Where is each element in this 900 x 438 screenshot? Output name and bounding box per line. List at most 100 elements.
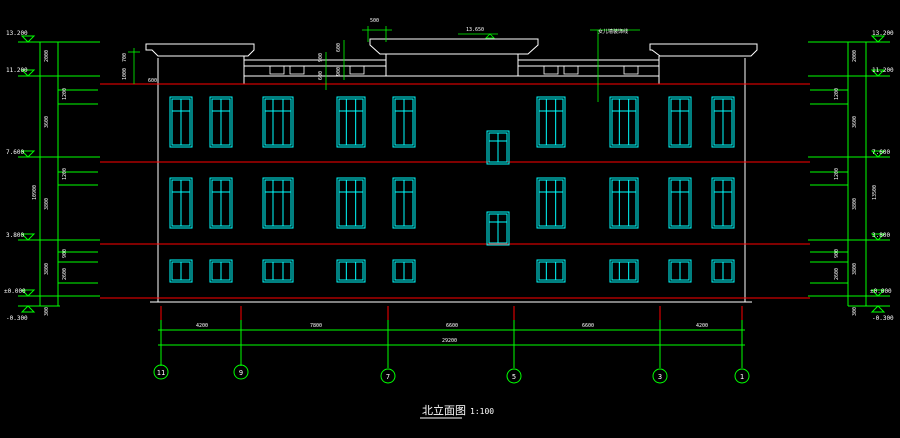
stair-window-upper [486, 130, 510, 165]
left-dim-3f: 3600 [44, 116, 50, 128]
axis-bubble-9 [233, 364, 249, 380]
stair-window-lower [486, 211, 510, 246]
axis-label-11: 11 [157, 369, 165, 377]
total-dim: 29200 [442, 338, 457, 344]
axis-bubble-3 [652, 368, 668, 384]
right-dim-parapet: 2000 [852, 50, 858, 62]
left-elev-ground: ±0.000 [4, 288, 26, 295]
window-1f-3 [336, 259, 366, 283]
drawing-title: 北立面图 1:100 [420, 403, 494, 419]
left-elev-2f: 3.800 [6, 232, 24, 239]
window-2f-6 [609, 177, 639, 229]
note-label: 女儿墙装饰线 [598, 28, 628, 35]
left-elev-top: 13.200 [6, 30, 28, 37]
left-elev-parapet: 11.200 [6, 67, 28, 74]
windows-group [169, 96, 735, 283]
window-2f-4 [392, 177, 416, 229]
axis-label-5: 5 [512, 373, 516, 381]
left-elevation-labels: 13.200 11.200 7.600 3.800 ±0.000 -0.300 [4, 30, 28, 322]
left-elev-3f: 7.600 [6, 149, 24, 156]
axis-bubble-5 [506, 368, 522, 384]
window-3f-8 [711, 96, 735, 148]
right-dim-sill-b: 1200 [834, 168, 840, 180]
left-dim-plinth: 300 [44, 307, 50, 316]
right-dim-labels: 2000 3600 3800 3800 1200 1200 900 2600 1… [834, 50, 878, 316]
left-elev-base: -0.300 [6, 315, 28, 322]
window-3f-0 [169, 96, 193, 148]
axis-label-1: 1 [740, 373, 744, 381]
axis-bubbles [153, 360, 750, 384]
bay-dim-3: 6600 [446, 323, 458, 329]
window-3f-4 [392, 96, 416, 148]
window-1f-6 [609, 259, 639, 283]
parapet-dim-a: 700 [122, 53, 128, 62]
axis-label-3: 3 [658, 373, 662, 381]
left-dim-parapet: 2000 [44, 50, 50, 62]
window-1f-7 [668, 259, 692, 283]
right-elev-base: -0.300 [872, 315, 894, 322]
right-elev-2f: 3.800 [872, 232, 890, 239]
bottom-dimensions [158, 306, 745, 360]
window-3f-1 [209, 96, 233, 148]
axis-label-7: 7 [386, 373, 390, 381]
window-2f-0 [169, 177, 193, 229]
bay-dim-4: 6600 [582, 323, 594, 329]
right-dim-plinth: 300 [852, 307, 858, 316]
axis-labels: 11 9 7 5 3 1 [157, 369, 744, 381]
window-3f-2 [262, 96, 294, 148]
right-dim-window-1f: 2600 [834, 268, 840, 280]
floor-lines [100, 83, 810, 299]
right-elevation-labels: 13.200 11.200 7.600 3.800 ±0.000 -0.300 [870, 30, 894, 322]
bay-dim-1: 4200 [196, 323, 208, 329]
parapet-vents [269, 65, 639, 75]
window-1f-0 [169, 259, 193, 283]
top-elev-label: 13.650 [466, 27, 484, 33]
axis-bubble-1 [734, 368, 750, 384]
right-elev-top: 13.200 [872, 30, 894, 37]
axis-bubble-11 [153, 364, 169, 380]
bay-dim-2: 7800 [310, 323, 322, 329]
window-2f-1 [209, 177, 233, 229]
right-elev-ground: ±0.000 [870, 288, 892, 295]
left-dim-total: 10900 [32, 185, 38, 200]
right-elev-parapet: 11.200 [872, 67, 894, 74]
left-dim-2f: 3800 [44, 198, 50, 210]
left-dim-sill-c: 900 [62, 249, 68, 258]
mid-dim-a: 900 [318, 53, 324, 62]
parapet-dim-b: 1000 [122, 68, 128, 80]
axis-bubble-7 [380, 368, 396, 384]
left-dim-sill-b: 1200 [62, 168, 68, 180]
mid-dim-b: 600 [318, 71, 324, 80]
window-2f-8 [711, 177, 735, 229]
drawing-scale: 1:100 [470, 407, 494, 416]
mid-dim-d: 900 [336, 67, 342, 76]
window-1f-8 [711, 259, 735, 283]
mid-dim-c: 600 [336, 43, 342, 52]
window-1f-4 [392, 259, 416, 283]
building-outline [145, 38, 758, 303]
right-elev-3f: 7.600 [872, 149, 890, 156]
window-3f-5 [536, 96, 566, 148]
right-dim-2f: 3800 [852, 198, 858, 210]
right-dim-sill-c: 900 [834, 249, 840, 258]
bay-dim-5: 4200 [696, 323, 708, 329]
window-1f-2 [262, 259, 294, 283]
left-dim-labels: 2000 3600 3800 3800 1200 1200 900 2600 1… [32, 50, 68, 316]
window-1f-1 [209, 259, 233, 283]
top-annotation-labels: 500 13.650 女儿墙装饰线 700 1000 600 900 600 6… [122, 18, 628, 84]
window-3f-7 [668, 96, 692, 148]
window-2f-7 [668, 177, 692, 229]
left-dim-window-1f: 2600 [62, 268, 68, 280]
right-dim-3f: 3600 [852, 116, 858, 128]
drawing-title-text: 北立面图 [422, 403, 466, 417]
window-3f-3 [336, 96, 366, 148]
window-2f-2 [262, 177, 294, 229]
window-3f-6 [609, 96, 639, 148]
window-2f-5 [536, 177, 566, 229]
right-dim-1f: 3800 [852, 263, 858, 275]
cornice-dim: 600 [148, 78, 157, 84]
right-dim-sill-a: 1200 [834, 88, 840, 100]
gable-dim-label: 500 [370, 18, 379, 24]
axis-label-9: 9 [239, 369, 243, 377]
